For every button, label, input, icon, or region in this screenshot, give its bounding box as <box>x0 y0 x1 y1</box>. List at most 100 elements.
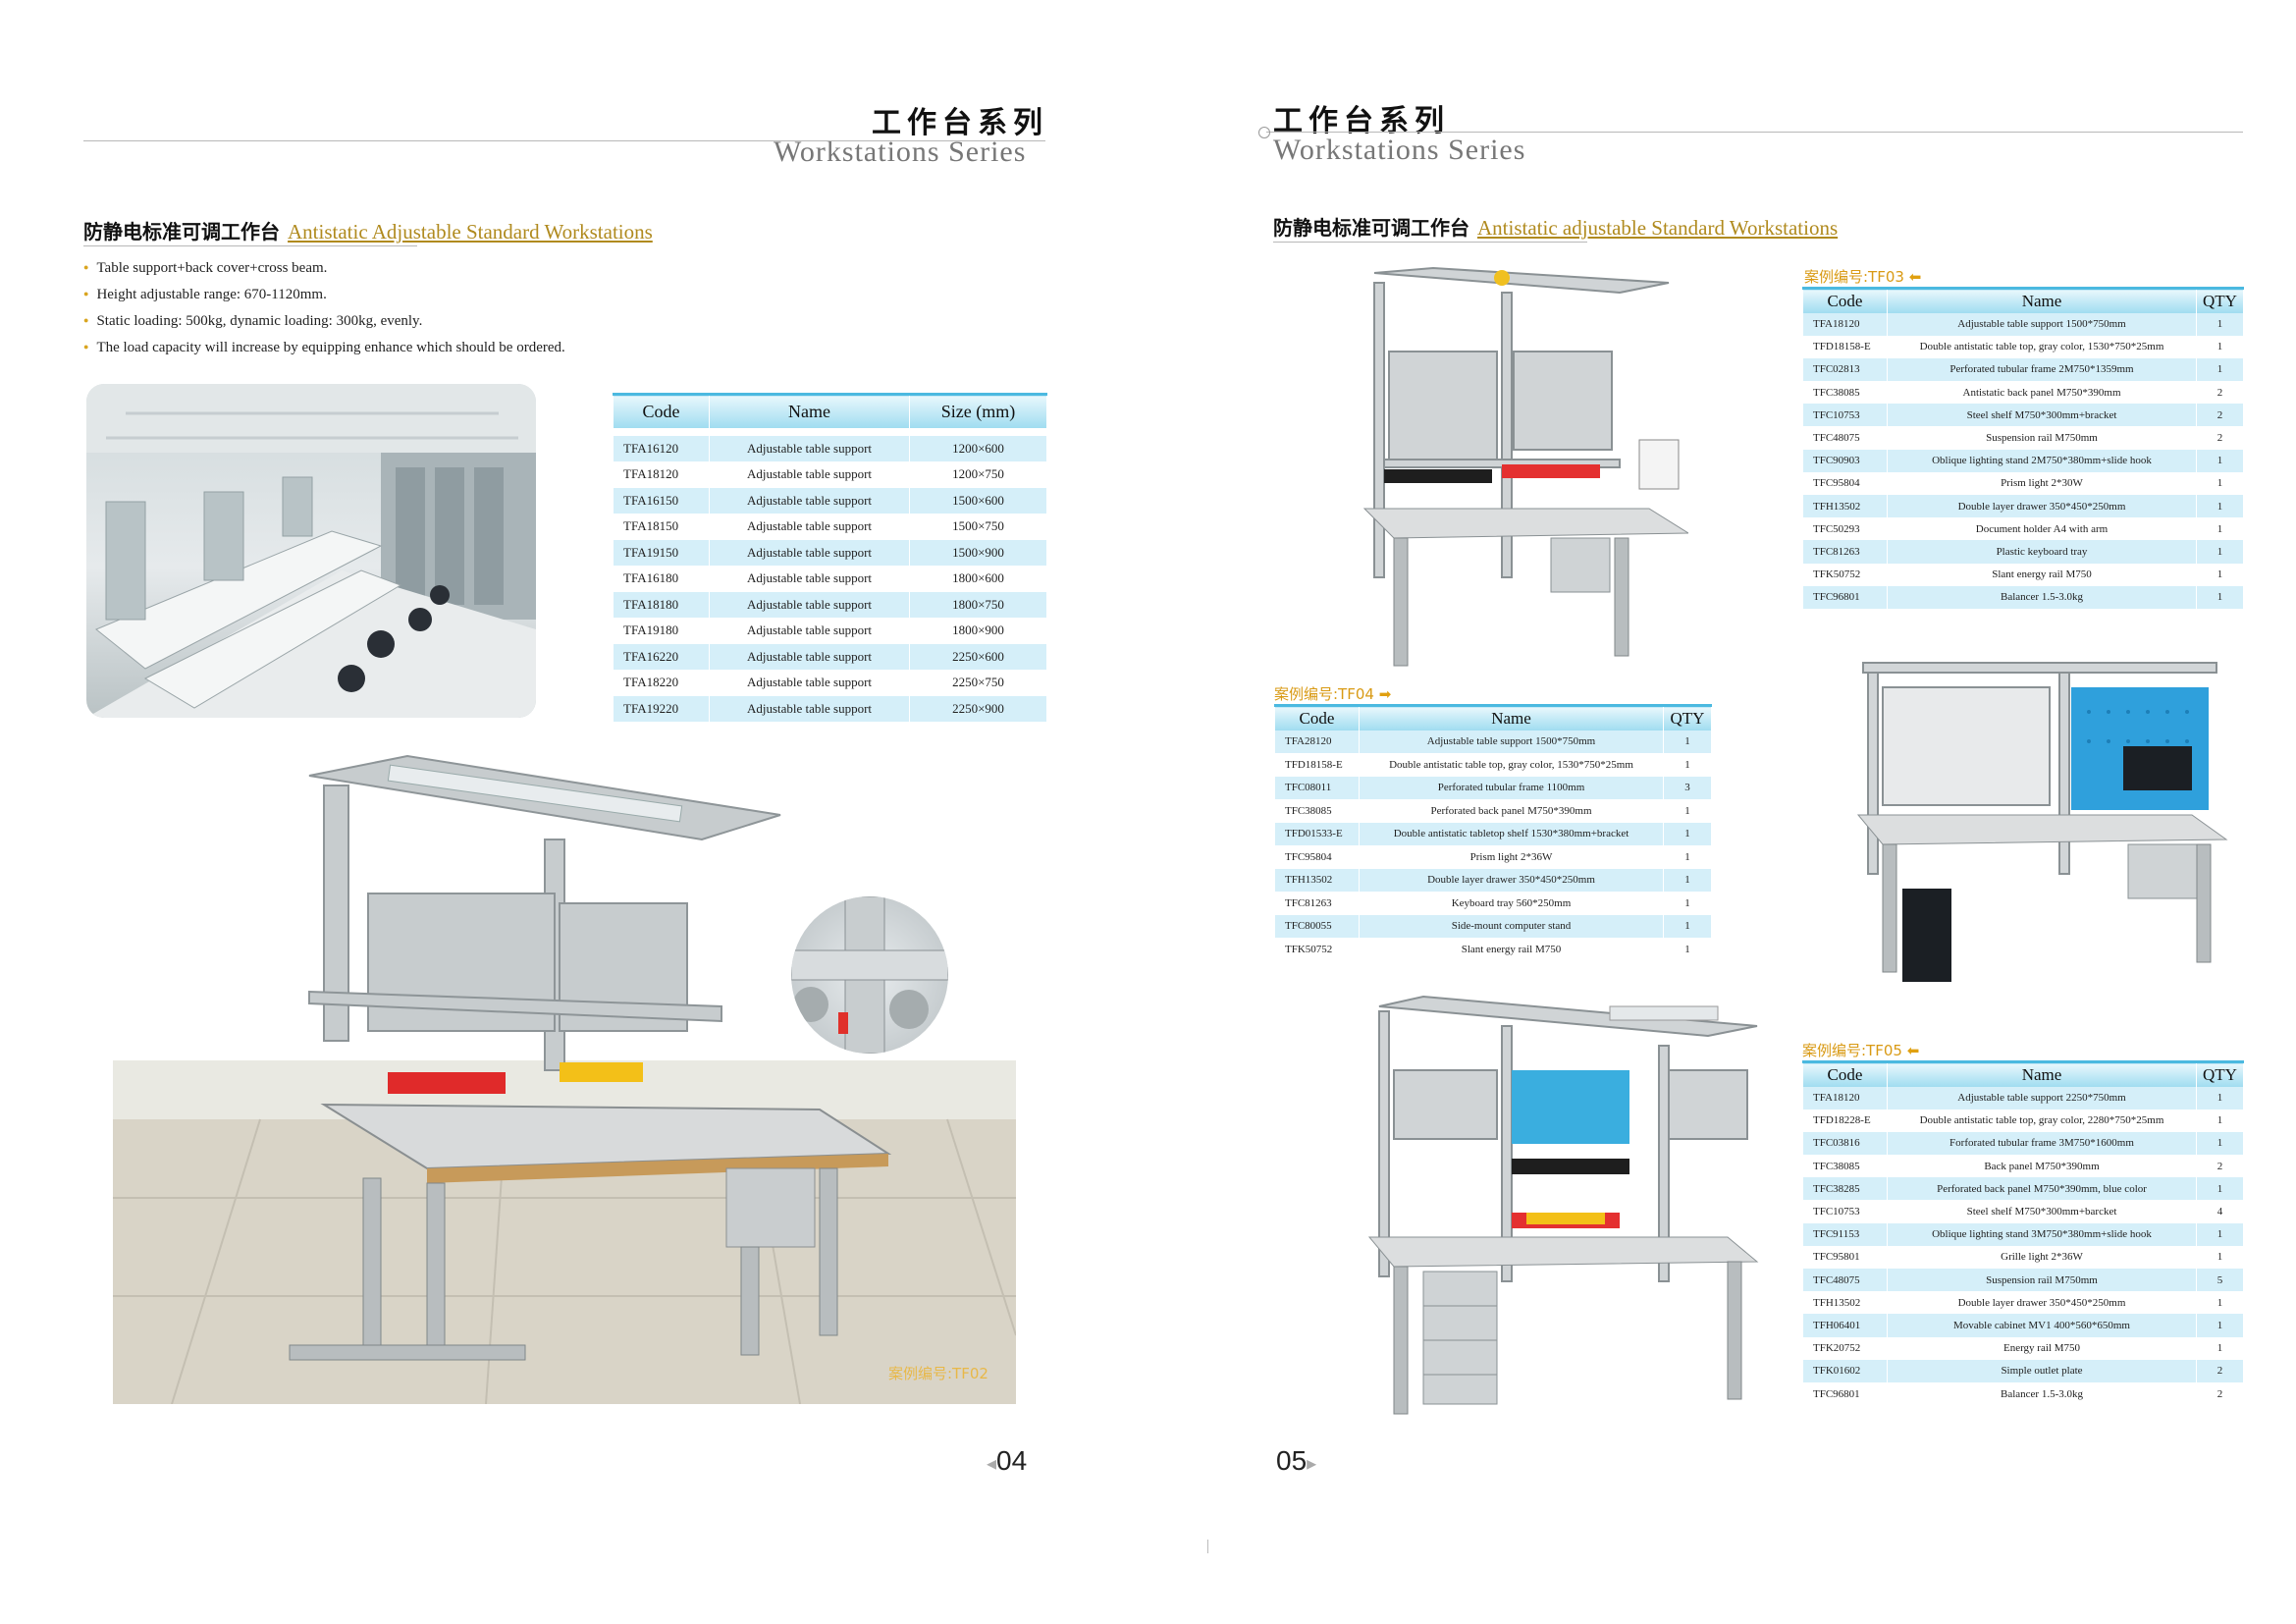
cell-code: TFA16120 <box>613 435 710 461</box>
cell-code: TFA16150 <box>613 487 710 514</box>
cell-code: TFC96801 <box>1802 585 1888 609</box>
cell-name: Suspension rail M750mm <box>1887 1269 2197 1292</box>
left-page-number: ◂04 <box>987 1445 1027 1477</box>
col-header-name: Name <box>1887 287 2197 313</box>
cell-name: Perforated back panel M750*390mm, blue c… <box>1887 1177 2197 1201</box>
workstation-tf05-photo <box>1364 987 1767 1424</box>
right-section-title-cn: 防静电标准可调工作台 <box>1273 216 1469 240</box>
cell-size: 1800×900 <box>909 618 1047 644</box>
arrow-left-icon: ⬅ <box>1906 1042 1920 1059</box>
workstation-tf02-photo: 案例编号:TF02 <box>113 746 1016 1404</box>
cell-qty: 1 <box>2196 1177 2244 1201</box>
arrow-right-icon: ▸ <box>1307 1453 1317 1475</box>
cell-qty: 1 <box>2196 335 2244 358</box>
cell-name: Prism light 2*30W <box>1887 471 2197 495</box>
cell-name: Perforated back panel M750*390mm <box>1359 799 1664 823</box>
cell-code: TFA28120 <box>1274 730 1360 753</box>
cell-code: TFC81263 <box>1274 892 1360 915</box>
cell-name: Perforated tubular frame 2M750*1359mm <box>1887 357 2197 382</box>
cell-name: Adjustable table support 1500*750mm <box>1359 730 1664 753</box>
col-header-size: Size (mm) <box>909 393 1047 428</box>
cell-name: Adjustable table support 2250*750mm <box>1887 1086 2197 1110</box>
cell-code: TFH13502 <box>1274 868 1360 892</box>
cell-size: 1500×600 <box>909 487 1047 514</box>
cell-name: Energy rail M750 <box>1887 1336 2197 1360</box>
cell-qty: 1 <box>2196 1222 2244 1246</box>
left-section-rule <box>83 245 417 246</box>
cell-code: TFC91153 <box>1802 1222 1888 1246</box>
cell-name: Adjustable table support <box>709 670 910 696</box>
cell-qty: 1 <box>1663 753 1712 777</box>
cell-name: Adjustable table support <box>709 643 910 670</box>
cell-name: Adjustable table support <box>709 618 910 644</box>
arrow-left-icon: ◂ <box>987 1453 997 1475</box>
cell-qty: 1 <box>2196 449 2244 472</box>
cell-name: Adjustable table support <box>709 461 910 488</box>
cell-qty: 2 <box>2196 426 2244 450</box>
cell-code: TFA16180 <box>613 566 710 592</box>
cell-name: Double antistatic table top, gray color,… <box>1887 1109 2197 1132</box>
cell-code: TFA16220 <box>613 643 710 670</box>
tf03-label-text: 案例编号:TF03 <box>1804 268 1904 286</box>
cell-name: Adjustable table support 1500*750mm <box>1887 312 2197 336</box>
tf04-label-text: 案例编号:TF04 <box>1274 685 1374 703</box>
cell-name: Forforated tubular frame 3M750*1600mm <box>1887 1131 2197 1156</box>
cell-code: TFA18120 <box>1802 312 1888 336</box>
cell-name: Adjustable table support <box>709 539 910 566</box>
cell-code: TFK20752 <box>1802 1336 1888 1360</box>
cell-code: TFC38285 <box>1802 1177 1888 1201</box>
cell-name: Double antistatic table top, gray color,… <box>1887 335 2197 358</box>
arrow-left-icon: ⬅ <box>1908 268 1922 286</box>
cell-size: 1500×750 <box>909 514 1047 540</box>
cell-name: Grille light 2*36W <box>1887 1245 2197 1269</box>
detail-zoom-circle <box>791 896 948 1054</box>
cell-name: Double antistatic tabletop shelf 1530*38… <box>1359 822 1664 845</box>
left-section-title-cn: 防静电标准可调工作台 <box>83 220 280 244</box>
cell-name: Steel shelf M750*300mm+bracket <box>1887 404 2197 427</box>
cell-name: Balancer 1.5-3.0kg <box>1887 585 2197 609</box>
cell-name: Back panel M750*390mm <box>1887 1155 2197 1178</box>
cell-name: Adjustable table support <box>709 695 910 722</box>
cell-code: TFA19150 <box>613 539 710 566</box>
cell-code: TFC48075 <box>1802 1269 1888 1292</box>
cell-code: TFC96801 <box>1802 1381 1888 1406</box>
right-header-cn: 工作台系列 <box>1273 104 1450 138</box>
cell-code: TFA18120 <box>1802 1086 1888 1110</box>
cell-size: 2250×900 <box>909 695 1047 722</box>
cell-qty: 1 <box>2196 1314 2244 1337</box>
tf02-case-caption: 案例编号:TF02 <box>888 1365 988 1382</box>
cell-code: TFD18158-E <box>1274 753 1360 777</box>
cell-qty: 5 <box>2196 1269 2244 1292</box>
spine-mark <box>1207 1540 1208 1553</box>
cell-name: Oblique lighting stand 3M750*380mm+slide… <box>1887 1222 2197 1246</box>
feature-item: Table support+back cover+cross beam. <box>83 254 565 281</box>
cell-code: TFC95804 <box>1274 845 1360 869</box>
cell-qty: 2 <box>2196 381 2244 405</box>
cell-size: 1800×600 <box>909 566 1047 592</box>
cell-code: TFC95804 <box>1802 471 1888 495</box>
